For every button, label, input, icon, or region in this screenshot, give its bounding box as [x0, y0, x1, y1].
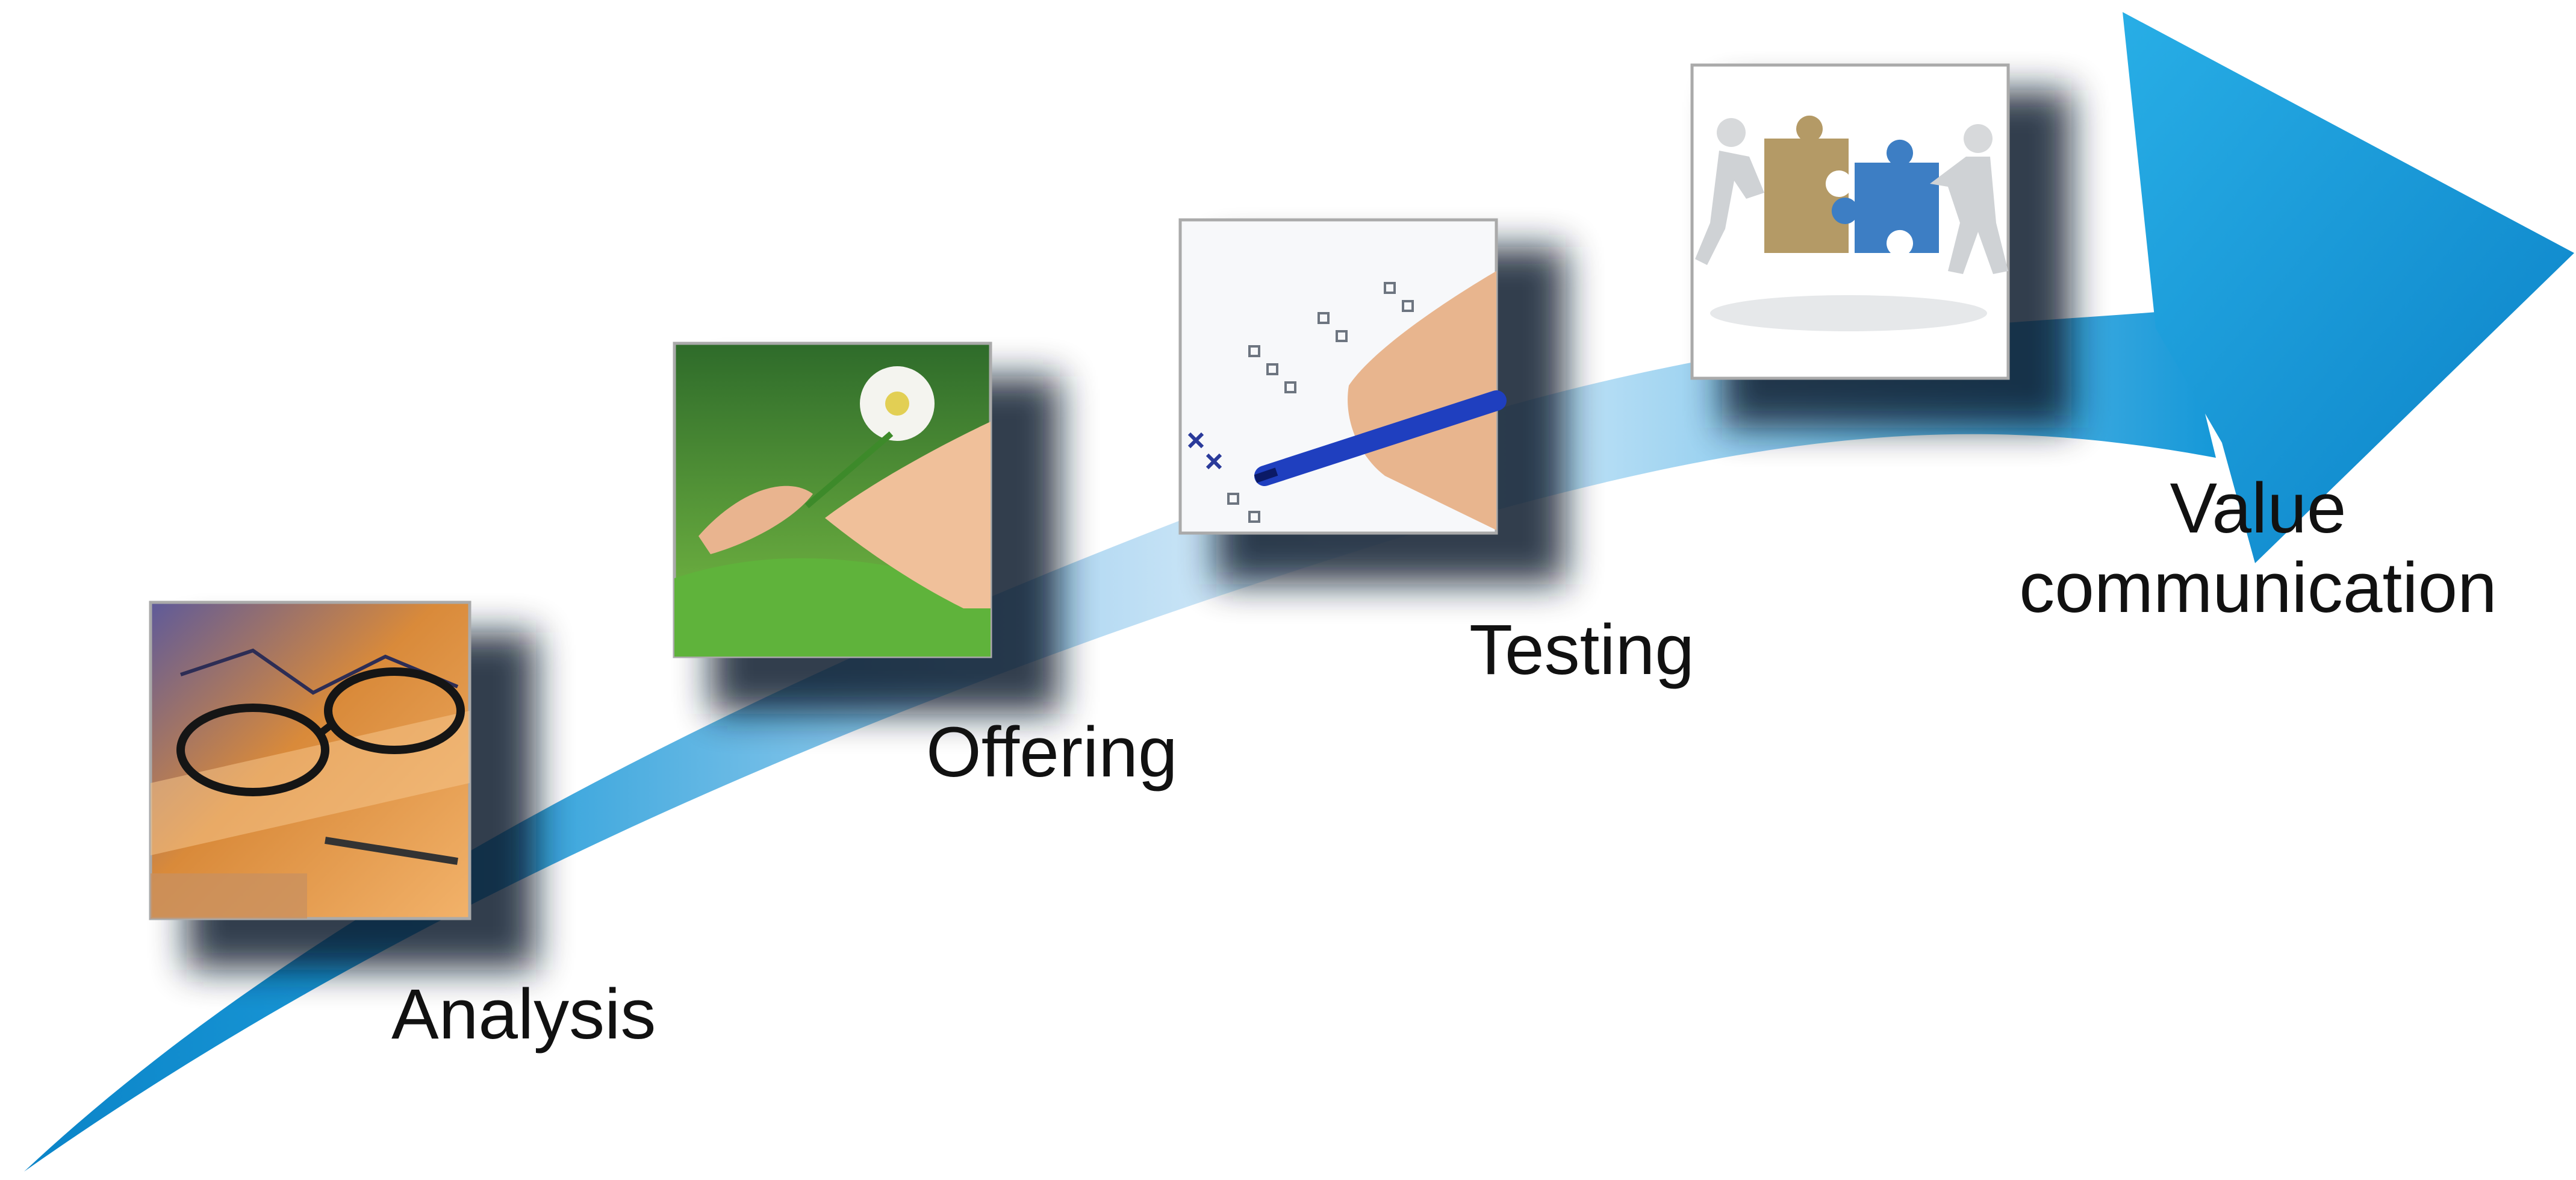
stage-label-analysis: Analysis: [391, 975, 656, 1054]
arrow-head: [2123, 12, 2574, 563]
value-communication-photo: [1690, 63, 2010, 380]
analysis-photo: [149, 601, 471, 920]
stage-label-value-line1: Value: [2170, 469, 2347, 548]
offering-photo: [673, 342, 992, 658]
stage-label-value-line2: communication: [2019, 548, 2497, 628]
stage-label-testing: Testing: [1469, 610, 1694, 690]
stage-label-value-communication: Value communication: [1978, 469, 2538, 628]
testing-photo: [1178, 218, 1507, 535]
stage-label-offering: Offering: [926, 713, 1178, 792]
